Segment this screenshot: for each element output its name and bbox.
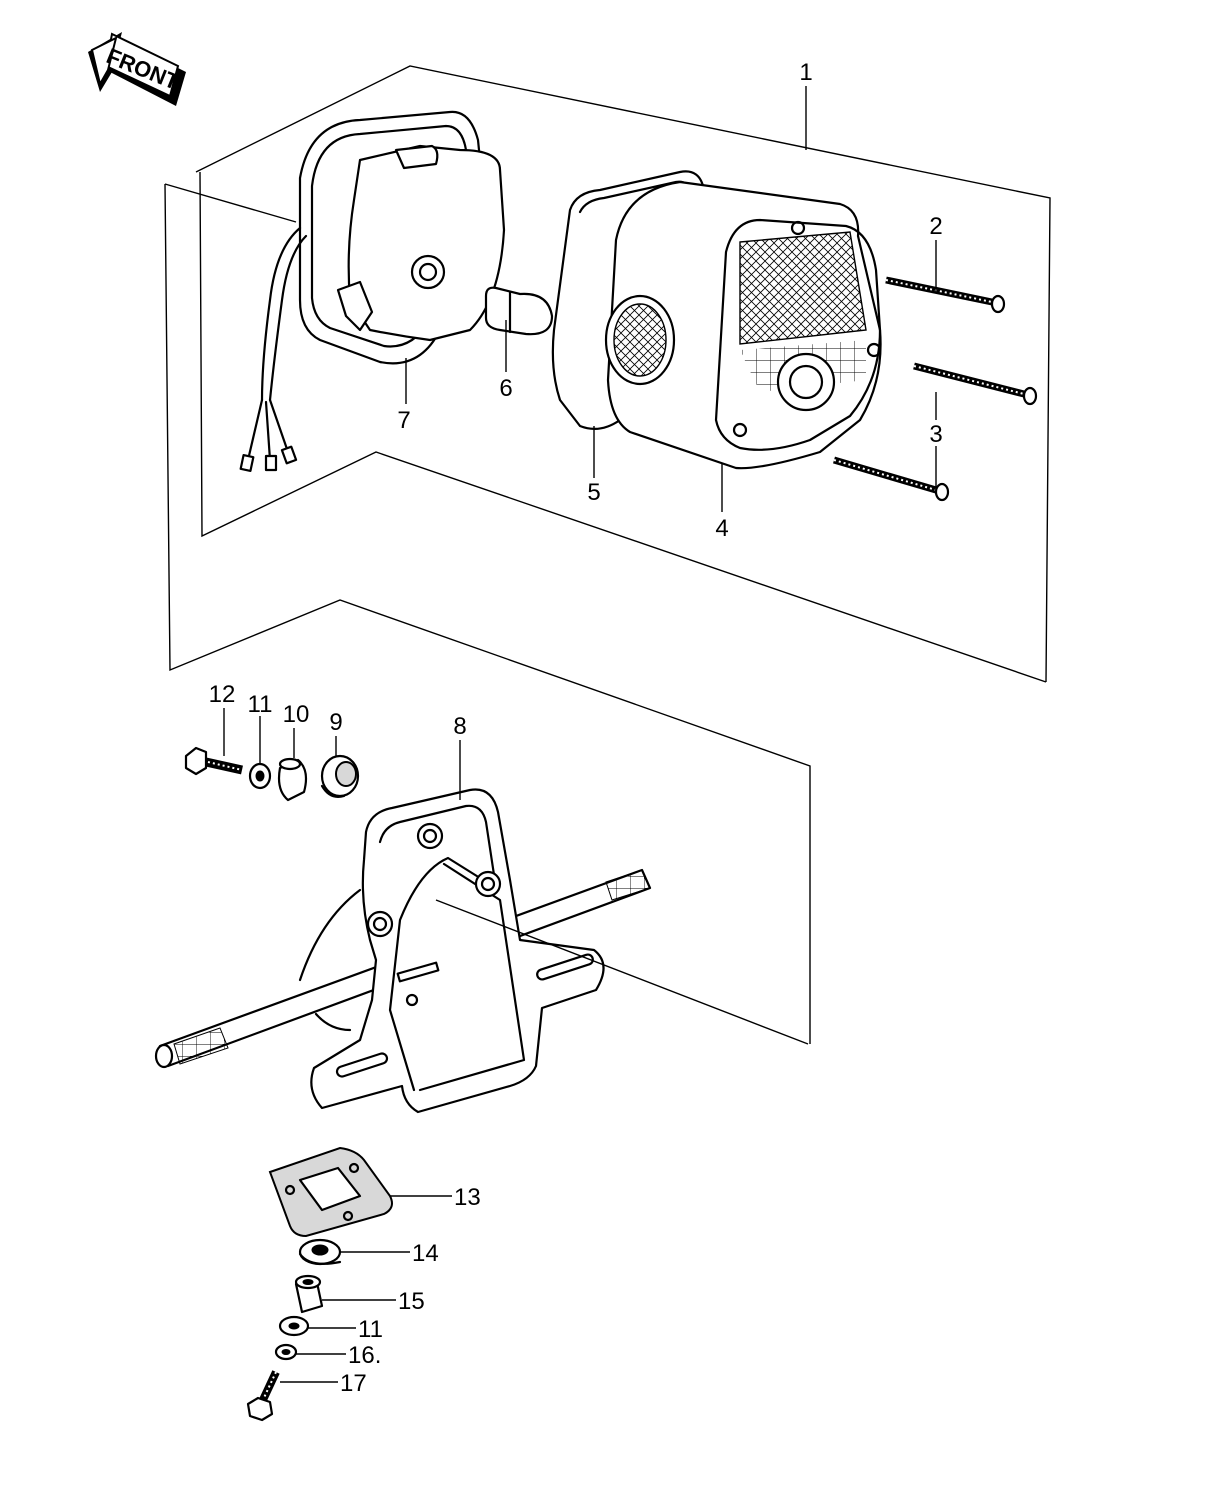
license-plate-bracket bbox=[154, 788, 809, 1114]
callout-11-lower: 11 bbox=[358, 1316, 383, 1343]
collar-10 bbox=[277, 757, 308, 802]
callout-12: 12 bbox=[209, 681, 236, 708]
washer-11-lower bbox=[278, 1315, 310, 1337]
callout-10: 10 bbox=[283, 701, 310, 728]
leader-lines bbox=[223, 86, 937, 1383]
grommet-9 bbox=[320, 754, 360, 798]
mounting-bolt-17 bbox=[246, 1370, 280, 1422]
front-arrow-icon: FRONT bbox=[88, 32, 186, 106]
lens-screw-middle bbox=[913, 362, 1038, 406]
callout-3: 3 bbox=[929, 421, 942, 448]
callout-4: 4 bbox=[715, 515, 728, 542]
plate-gasket-13 bbox=[268, 1146, 393, 1238]
callout-17: 17 bbox=[340, 1370, 367, 1397]
tail-light-lens bbox=[604, 180, 882, 470]
lens-screw-lower bbox=[833, 456, 950, 502]
callout-6: 6 bbox=[499, 375, 512, 402]
lamp-base-housing bbox=[239, 110, 506, 472]
mounting-bolt-12 bbox=[184, 746, 243, 776]
collar-15 bbox=[294, 1274, 324, 1314]
callout-1: 1 bbox=[799, 59, 812, 86]
callout-11-upper: 11 bbox=[248, 691, 273, 718]
callout-15: 15 bbox=[398, 1288, 425, 1315]
callout-16: 16. bbox=[348, 1342, 381, 1369]
assembly-frame-outer bbox=[164, 183, 811, 1044]
callout-14: 14 bbox=[412, 1240, 439, 1267]
washer-11-upper bbox=[248, 762, 272, 790]
callout-13: 13 bbox=[454, 1184, 481, 1211]
rubber-washer-14 bbox=[298, 1238, 342, 1266]
callout-labels: 1 2 3 4 5 6 7 8 9 10 11 12 13 14 15 11 1… bbox=[209, 59, 943, 1397]
callout-9: 9 bbox=[329, 709, 342, 736]
callout-8: 8 bbox=[453, 713, 466, 740]
assembly-frame-tail-light bbox=[195, 65, 1051, 683]
bulb bbox=[484, 286, 554, 336]
lock-washer-16 bbox=[274, 1343, 298, 1361]
callout-7: 7 bbox=[397, 407, 410, 434]
lens-screw-upper bbox=[885, 276, 1006, 314]
callout-5: 5 bbox=[587, 479, 600, 506]
callout-2: 2 bbox=[929, 213, 942, 240]
